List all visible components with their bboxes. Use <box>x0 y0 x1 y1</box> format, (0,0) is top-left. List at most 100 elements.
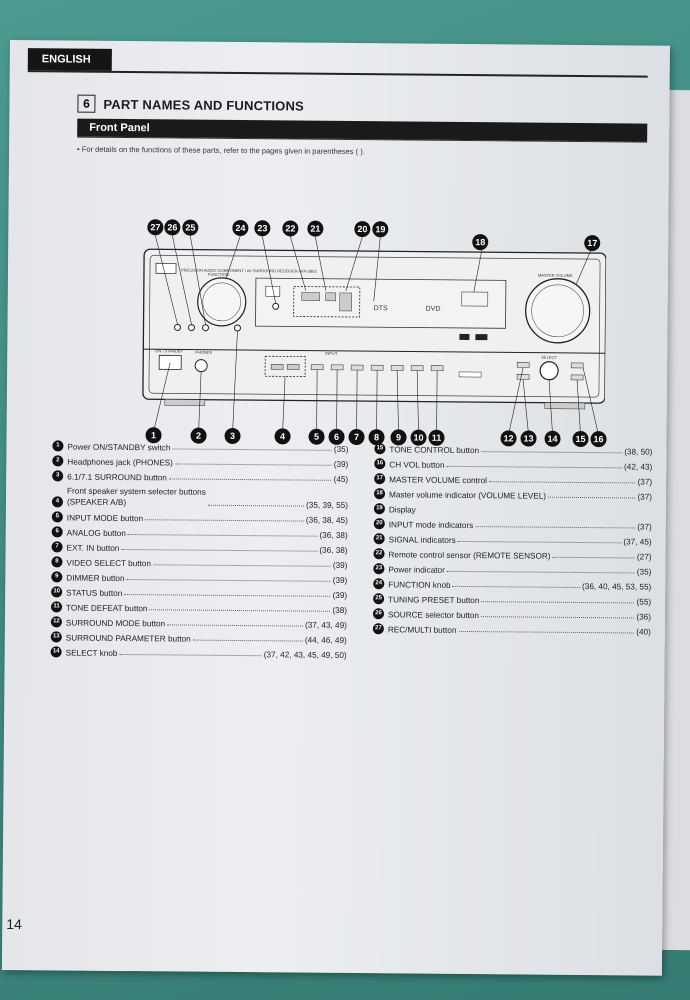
leader-dots <box>481 601 635 604</box>
part-label: DIMMER button <box>66 573 125 584</box>
part-label: Front speaker system selecter buttons(SP… <box>67 486 206 509</box>
page-reference: (37, 45) <box>623 537 652 547</box>
part-label: ANALOG button <box>66 528 126 539</box>
on-standby-label: ON / STANDBY <box>155 348 183 353</box>
leader-dots <box>480 616 635 619</box>
part-number-badge: 9 <box>51 571 63 583</box>
part-number-badge: 1 <box>52 440 64 452</box>
part-label: 6.1/7.1 SURROUND button <box>67 472 167 483</box>
leader-dots <box>127 534 318 537</box>
input-label: INPUT <box>325 351 338 356</box>
part-number-badge: 10 <box>51 586 63 598</box>
part-number-badge: 27 <box>372 623 384 635</box>
phones-label: PHONES <box>195 350 212 355</box>
part-number-badge: 18 <box>374 488 386 500</box>
part-number-badge: 20 <box>373 518 385 530</box>
part-label: SURROUND MODE button <box>65 618 166 629</box>
page-reference: (37) <box>637 477 653 487</box>
page-reference: (36, 40, 45, 53, 55) <box>582 582 652 592</box>
part-number-badge: 19 <box>373 503 385 515</box>
leader-dots <box>145 519 304 522</box>
leader-dots <box>458 630 635 634</box>
part-number-badge: 13 <box>50 631 62 643</box>
callout-26: 26 <box>164 219 181 236</box>
part-label: Master volume indicator (VOLUME LEVEL) <box>389 490 547 501</box>
page-reference: (42, 43) <box>624 462 653 472</box>
leader-dots <box>167 624 304 627</box>
page-reference: (35) <box>333 444 349 454</box>
part-label: Headphones jack (PHONES) <box>67 457 173 468</box>
part-label: STATUS button <box>66 588 123 599</box>
page-reference: (39) <box>332 560 348 570</box>
part-number-badge: 7 <box>51 541 63 553</box>
leader-dots <box>446 465 623 469</box>
part-label: Power ON/STANDBY switch <box>67 442 171 453</box>
leader-dots <box>207 504 305 507</box>
part-number-badge: 21 <box>373 533 385 545</box>
leader-dots <box>452 585 581 588</box>
page-reference: (38, 50) <box>624 447 653 457</box>
leader-dots <box>446 570 635 574</box>
part-label: REC/MULTI button <box>387 625 457 635</box>
callout-21: 21 <box>307 220 324 237</box>
leader-dots <box>481 451 623 454</box>
part-number-badge: 8 <box>51 556 63 568</box>
section-number: 6 <box>77 94 96 113</box>
page-number: 14 <box>6 916 22 933</box>
callout-19: 19 <box>372 221 389 238</box>
page-reference: (39) <box>332 590 348 600</box>
part-label: CH VOL button <box>389 460 445 470</box>
display-dvd: DVD <box>426 306 441 313</box>
leader-dots <box>488 481 636 484</box>
leader-dots <box>152 564 331 567</box>
part-label: TONE CONTROL button <box>389 445 480 456</box>
part-number-badge: 25 <box>373 593 385 605</box>
part-number-badge: 14 <box>50 646 62 658</box>
manual-page: ENGLISH 6 PART NAMES AND FUNCTIONS Front… <box>1 40 670 976</box>
part-number-badge: 2 <box>52 455 64 467</box>
page-reference: (38) <box>332 605 348 615</box>
callout-20: 20 <box>354 221 371 238</box>
page-reference: (39) <box>333 459 349 469</box>
part-label: SIGNAL indicators <box>388 535 456 545</box>
page-reference: (37) <box>637 522 652 532</box>
part-label: Power indicator <box>388 565 445 575</box>
leader-dots <box>149 609 331 612</box>
receiver-drawing: PRECISION AUDIO COMPONENT / AV SURROUND … <box>142 235 607 436</box>
model-line: PRECISION AUDIO COMPONENT / AV SURROUND … <box>181 268 317 274</box>
language-tab: ENGLISH <box>27 48 112 71</box>
part-number-badge: 23 <box>373 563 385 575</box>
page-reference: (40) <box>636 627 651 637</box>
leader-dots <box>172 448 332 451</box>
part-label-line-2: (SPEAKER A/B) <box>66 497 127 508</box>
front-panel-illustration: PRECISION AUDIO COMPONENT / AV SURROUND … <box>125 181 607 448</box>
callout-27: 27 <box>147 219 164 236</box>
page-reference: (36, 38) <box>319 530 348 540</box>
select-label: SELECT <box>541 355 557 360</box>
page-reference: (35) <box>636 567 652 577</box>
subsection-title: Front Panel <box>89 121 150 135</box>
leader-dots <box>121 548 318 552</box>
function-knob-label: FUNCTION <box>208 272 229 277</box>
master-volume-label: MASTER VOLUME <box>538 273 573 278</box>
callout-23: 23 <box>254 220 271 237</box>
page-reference: (45) <box>333 474 349 484</box>
